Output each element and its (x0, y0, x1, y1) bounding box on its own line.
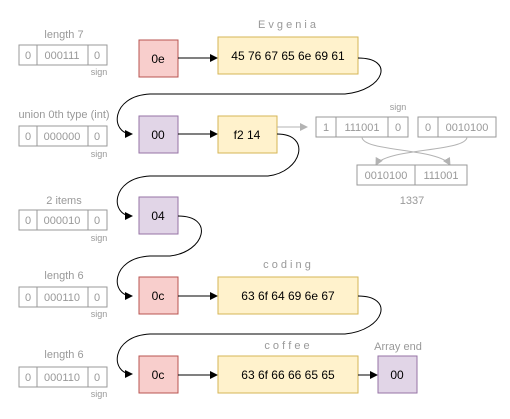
int-swap-curve-2 (375, 136, 468, 166)
int-swap-curve-1 (361, 136, 451, 166)
row3-connector (116, 215, 202, 300)
row5-varint-bit0: 0 (25, 372, 31, 384)
int-byte1-bit7: 0 (395, 122, 401, 134)
row4-tag: 0c (152, 289, 165, 303)
row2-bytes-box (217, 115, 278, 154)
row2-tag: 00 (151, 128, 165, 142)
row4-letters: c o d i n g (263, 259, 311, 271)
int-byte1: 1 111001 0 (315, 116, 409, 138)
array-end-box (377, 355, 418, 394)
row3-varint: 0 000010 0 (18, 209, 108, 231)
int-result: 0010100 111001 (356, 164, 468, 186)
row3-varint-bit0: 0 (25, 215, 31, 227)
row5-label: length 6 (44, 349, 83, 361)
row5-bytes: 63 6f 66 66 65 65 (241, 368, 335, 382)
row3-sign-label: sign (91, 233, 108, 243)
row2-label: union 0th type (int) (18, 109, 109, 121)
row2-varint-bit0: 0 (25, 131, 31, 143)
row5-sign-label: sign (91, 389, 108, 399)
row4-bytes: 63 6f 64 69 6e 67 (241, 289, 335, 303)
row1-letters: E v g e n i a (258, 19, 317, 31)
row3-varint-bit7: 0 (94, 215, 100, 227)
row1-connector (116, 57, 382, 138)
row2-tag-box (138, 115, 179, 154)
row4-varint-bits: 000110 (44, 292, 80, 304)
row1-bytes-box (217, 36, 359, 75)
row1-sign-label: sign (91, 67, 108, 77)
row4-label: length 6 (44, 270, 83, 282)
row5-tag-box (138, 355, 179, 394)
row3-varint-bits: 000010 (44, 215, 81, 227)
row1-varint-bit0: 0 (25, 50, 31, 62)
row4-varint: 0 000110 0 (18, 286, 108, 308)
row3-tag: 04 (151, 209, 165, 223)
row5-tag: 0c (152, 368, 165, 382)
row4-sign-label: sign (91, 309, 108, 319)
row2-connector (116, 133, 300, 220)
int-result-high: 0010100 (365, 170, 408, 182)
row5-letters: c o f f e e (264, 340, 309, 352)
row2-bytes: f2 14 (234, 128, 261, 142)
row2-sign-label: sign (91, 149, 108, 159)
int-byte1-bits: 111001 (344, 122, 379, 134)
row5-varint-bits: 000110 (44, 372, 80, 384)
row2-varint: 0 000000 0 (18, 125, 108, 147)
row3-label: 2 items (46, 195, 82, 207)
int-byte1-bit0: 1 (323, 122, 329, 134)
row2-varint-bits: 000000 (44, 131, 81, 143)
row1-tag: 0e (151, 52, 165, 66)
row5-varint-bit7: 0 (94, 372, 100, 384)
row1-bytes: 45 76 67 65 6e 69 61 (231, 49, 345, 63)
int-sign-label: sign (390, 102, 407, 112)
row4-connector (116, 295, 382, 378)
int-result-low: 111001 (423, 170, 458, 182)
row4-tag-box (138, 276, 179, 315)
int-byte2-bit0: 0 (425, 122, 431, 134)
int-byte2-bits: 0010100 (446, 122, 489, 134)
array-end-label: Array end (374, 341, 422, 353)
row4-varint-bit0: 0 (25, 292, 31, 304)
int-decoded-value: 1337 (400, 195, 424, 207)
row5-bytes-box (217, 355, 359, 394)
row3-tag-box (138, 196, 179, 235)
row1-label: length 7 (44, 29, 83, 41)
row2-varint-bit7: 0 (94, 131, 100, 143)
row5-varint: 0 000110 0 (18, 366, 108, 388)
row1-varint-bit7: 0 (94, 50, 100, 62)
row4-varint-bit7: 0 (94, 292, 100, 304)
row1-varint: 0 000111 0 (18, 44, 108, 66)
int-byte2: 0 0010100 (417, 116, 497, 138)
row1-varint-bits: 000111 (44, 50, 79, 62)
array-end-tag: 00 (390, 368, 404, 382)
